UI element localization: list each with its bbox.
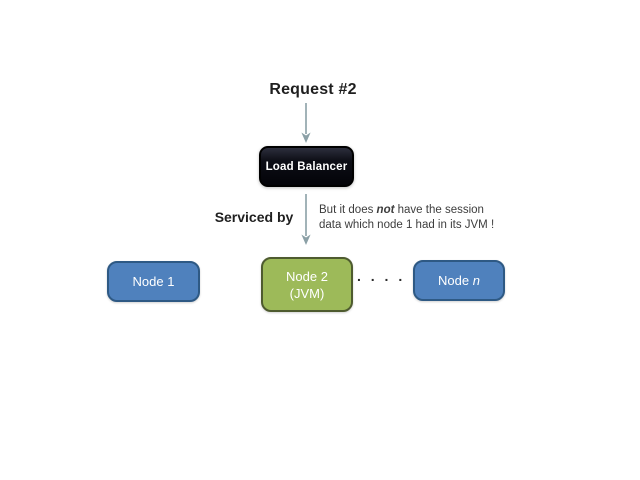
session-note: But it does not have the session data wh… <box>319 203 519 233</box>
arrow-down-to-load-balancer-icon <box>301 103 311 143</box>
node2-sublabel: (JVM) <box>289 285 325 301</box>
load-balancer-label: Load Balancer <box>265 160 348 173</box>
node-n-label: Node n <box>438 273 480 288</box>
node2-label: Node 2 <box>286 268 328 284</box>
load-balancer-box: Load Balancer <box>259 146 354 187</box>
node1-label: Node 1 <box>132 274 175 289</box>
session-note-line1-pre: But it does <box>319 204 377 216</box>
node-n-variable: n <box>472 273 480 288</box>
node2-box: Node 2 (JVM) <box>261 257 353 312</box>
arrow-down-to-node2-icon <box>301 194 311 245</box>
session-note-line1: But it does not have the session <box>319 203 519 218</box>
ellipsis-dots: . . . . . <box>357 268 420 284</box>
node1-box: Node 1 <box>107 261 200 302</box>
session-note-line1-post: have the session <box>394 204 484 216</box>
serviced-by-label: Serviced by <box>214 209 294 225</box>
session-note-emphasis: not <box>376 204 395 216</box>
session-note-line2: data which node 1 had in its JVM ! <box>319 219 495 231</box>
request-title: Request #2 <box>269 81 357 98</box>
node-n-box: Node n <box>413 260 505 301</box>
node-n-label-prefix: Node <box>438 273 473 288</box>
